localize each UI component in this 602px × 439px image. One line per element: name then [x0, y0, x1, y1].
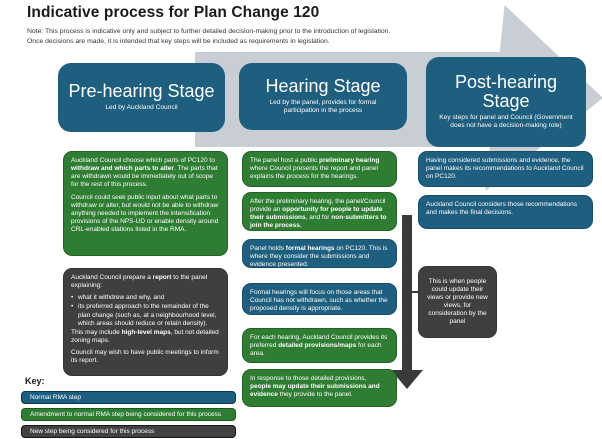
- bold-text-run: report: [152, 274, 172, 281]
- stage-title: Post-hearing Stage: [454, 72, 558, 111]
- paragraph: For each hearing, Auckland Council provi…: [250, 334, 389, 358]
- box-content: Formal hearings will focus on those area…: [250, 289, 389, 313]
- bullet-text: its preferred approach to the remainder …: [78, 303, 220, 327]
- text-run: In response to those detailed provisions…: [250, 375, 367, 382]
- box-update-submissions: After the preliminary hearing, the panel…: [242, 192, 397, 231]
- paragraph: Council could seek public input about wh…: [71, 194, 220, 235]
- key-label: Key:: [25, 376, 45, 386]
- text-run: This is when people could update their v…: [427, 277, 488, 326]
- box-content: Auckland Council prepare a report to the…: [71, 274, 220, 365]
- paragraph: After the preliminary hearing, the panel…: [250, 198, 389, 230]
- down-arrow-shaft: [402, 215, 412, 371]
- text-run: Council may wish to have public meetings…: [71, 349, 219, 365]
- box-content: Auckland Council choose which parts of P…: [71, 157, 220, 234]
- page-note: Note: This process is indicative only an…: [27, 27, 390, 47]
- text-run: its preferred approach to the remainder …: [78, 303, 217, 327]
- text-run: Auckland Council prepare a: [71, 274, 153, 281]
- text-run: After the preliminary hearing, the panel…: [250, 198, 386, 214]
- stage-header-post-hearing: Post-hearing Stage Key steps for panel a…: [426, 57, 586, 147]
- note-line-2: Once decisions are made, it is intended …: [27, 37, 330, 45]
- text-run: This may include: [71, 328, 122, 336]
- text-run: . The parts that are withdrawn would be …: [71, 165, 218, 189]
- note-line-1: Note: This process is indicative only an…: [27, 28, 391, 35]
- text-run: what it withdrew and why, and: [78, 294, 165, 302]
- paragraph: This may include high-level maps, but no…: [71, 329, 220, 345]
- paragraph: Formal hearings will focus on those area…: [250, 289, 389, 313]
- stage-subtitle: Led by the panel, provides for formal pa…: [269, 98, 377, 115]
- stage-subtitle: Key steps for panel and Council (Governm…: [439, 113, 573, 130]
- paragraph: This is when people could update their v…: [425, 278, 490, 327]
- box-content: Panel holds formal hearings on PC120. Th…: [250, 245, 389, 268]
- bold-text-run: preliminary hearing: [319, 157, 380, 164]
- text-run: where Council presents the report and pa…: [250, 165, 378, 181]
- text-run: , and for: [305, 214, 332, 222]
- bold-text-run: detailed provisions/maps: [278, 342, 357, 350]
- bold-text-run: formal hearings: [285, 245, 335, 252]
- box-council-report: Auckland Council prepare a report to the…: [63, 268, 228, 376]
- bullet-marker: •: [71, 303, 74, 311]
- text-run: For each hearing, Auckland Council provi…: [250, 334, 388, 350]
- text-run: Having considered submissions and eviden…: [426, 157, 584, 181]
- box-content: For each hearing, Auckland Council provi…: [250, 334, 389, 358]
- key-item-normal-rma: Normal RMA step: [21, 391, 236, 404]
- box-content: In response to those detailed provisions…: [250, 375, 389, 399]
- box-content: Having considered submissions and eviden…: [426, 157, 585, 181]
- stage-header-hearing: Hearing Stage Led by the panel, provides…: [239, 63, 407, 130]
- bold-text-run: non-submitters to join the process.: [250, 214, 387, 230]
- box-hearings-focus: Formal hearings will focus on those area…: [242, 283, 397, 315]
- text-run: , but not detailed zoning maps.: [71, 328, 219, 344]
- paragraph: Auckland Council choose which parts of P…: [71, 157, 220, 190]
- page-title: Indicative process for Plan Change 120: [27, 4, 320, 21]
- text-run: for each area.: [250, 342, 382, 358]
- box-detailed-provisions: For each hearing, Auckland Council provi…: [242, 328, 397, 363]
- paragraph: Council may wish to have public meetings…: [71, 349, 220, 365]
- stage-title: Pre-hearing Stage: [68, 81, 215, 102]
- bullet-marker: •: [71, 294, 74, 302]
- paragraph: Panel holds formal hearings on PC120. Th…: [250, 245, 389, 268]
- text-run: on PC120. This is where they consider th…: [250, 245, 388, 268]
- box-content: The panel host a public preliminary hear…: [250, 157, 389, 181]
- paragraph: Having considered submissions and eviden…: [426, 157, 585, 181]
- box-withdraw-alter: Auckland Council choose which parts of P…: [63, 151, 228, 256]
- bullet-item: • its preferred approach to the remainder…: [71, 303, 220, 327]
- bold-text-run: opportunity for people to update their s…: [250, 206, 383, 222]
- box-update-evidence: In response to those detailed provisions…: [242, 369, 397, 407]
- text-run: Auckland Council considers those recomme…: [426, 201, 578, 217]
- box-content: Auckland Council considers those recomme…: [426, 201, 585, 217]
- box-final-decisions: Auckland Council considers those recomme…: [418, 195, 593, 229]
- text-run: Auckland Council choose which parts of P…: [71, 157, 215, 164]
- text-run: Council could seek public input about wh…: [71, 193, 219, 234]
- box-preliminary-hearing: The panel host a public preliminary hear…: [242, 151, 397, 187]
- bold-text-run: people may update their submissions and …: [250, 383, 380, 399]
- bold-text-run: high-level maps: [121, 328, 171, 336]
- text-run: Panel holds: [250, 245, 286, 252]
- text-run: they provide to the panel.: [277, 391, 353, 399]
- paragraph: In response to those detailed provisions…: [250, 375, 389, 399]
- box-update-views: This is when people could update their v…: [418, 266, 497, 338]
- stage-subtitle: Led by Auckland Council: [105, 104, 178, 112]
- box-content: This is when people could update their v…: [425, 278, 490, 327]
- stage-header-pre-hearing: Pre-hearing Stage Led by Auckland Counci…: [58, 63, 225, 132]
- paragraph: Auckland Council prepare a report to the…: [71, 274, 220, 290]
- text-run: to the panel explaining:: [71, 274, 208, 290]
- box-formal-hearings: Panel holds formal hearings on PC120. Th…: [242, 239, 397, 268]
- bold-text-run: withdraw and which parts to alter: [71, 165, 174, 173]
- paragraph: Auckland Council considers those recomme…: [426, 201, 585, 217]
- text-run: Formal hearings will focus on those area…: [250, 289, 388, 313]
- key-item-new-step: New step being considered for this proce…: [21, 425, 236, 438]
- bullet-text: what it withdrew and why, and: [78, 294, 164, 302]
- box-panel-recommendations: Having considered submissions and eviden…: [418, 151, 593, 187]
- stage-title: Hearing Stage: [265, 75, 381, 96]
- bullet-item: • what it withdrew and why, and: [71, 294, 220, 302]
- connector-line: [410, 291, 419, 293]
- box-content: After the preliminary hearing, the panel…: [250, 198, 389, 230]
- paragraph: The panel host a public preliminary hear…: [250, 157, 389, 181]
- key-item-amendment: Amendment to normal RMA step being consi…: [21, 408, 236, 421]
- text-run: The panel host a public: [250, 157, 320, 164]
